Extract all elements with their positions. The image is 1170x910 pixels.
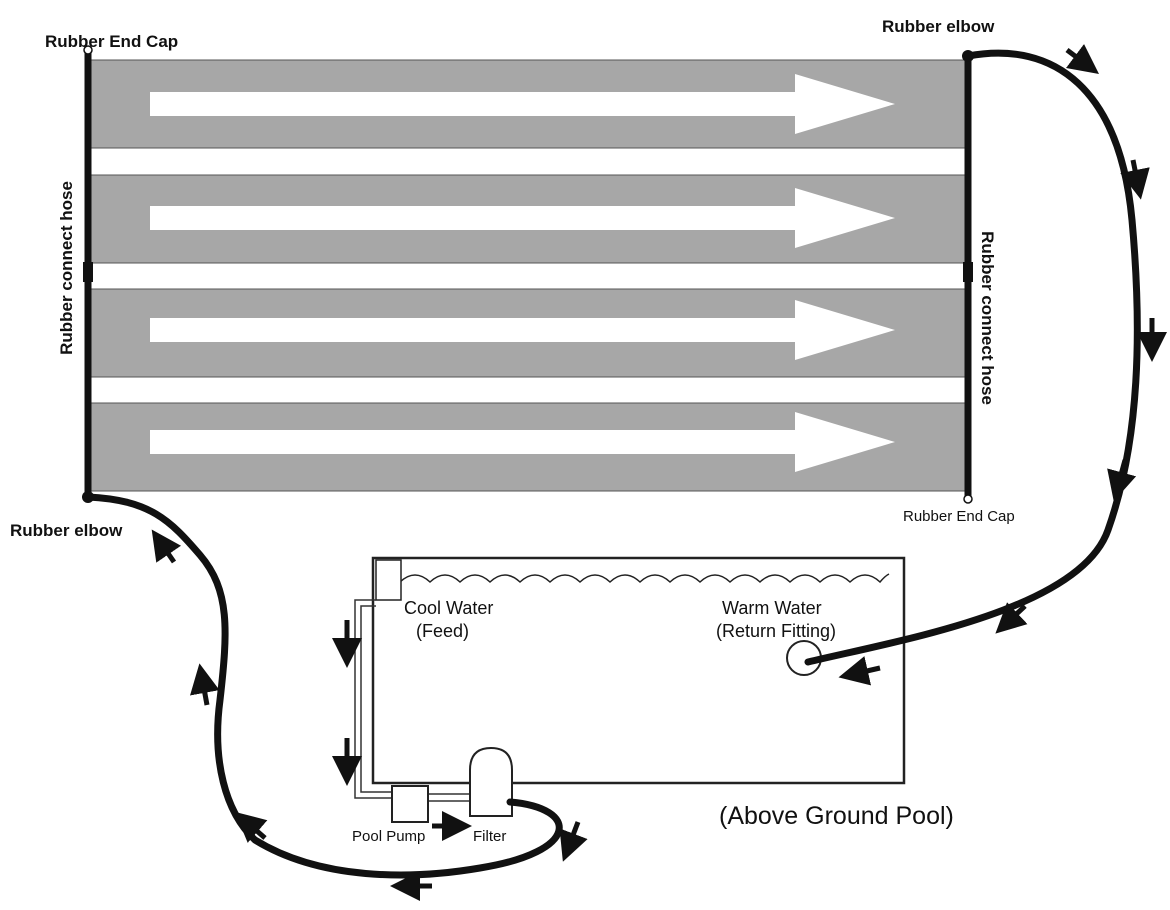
pool-pump	[391, 785, 429, 823]
pool-caption: (Above Ground Pool)	[719, 802, 954, 830]
pool	[371, 556, 906, 785]
flow-arrow-icon	[559, 821, 588, 862]
supply-hose	[84, 493, 563, 879]
elbow-bottom-label: Rubber elbow	[10, 521, 123, 540]
solar-panel	[87, 402, 969, 492]
end-cap-bottom-label: Rubber End Cap	[903, 508, 1015, 525]
warm-water-label: Warm Water	[722, 598, 822, 618]
elbow-joint-icon	[82, 491, 94, 503]
end-cap-icon	[963, 494, 973, 504]
water-surface	[399, 573, 890, 584]
flow-arrow-icon	[151, 529, 182, 564]
flow-arrow-icon	[838, 656, 881, 686]
flow-arrow-icon	[150, 188, 895, 248]
filter-label: Filter	[473, 828, 506, 845]
solar-panel	[87, 59, 969, 149]
feed-pipe	[354, 599, 470, 802]
solar-panels	[87, 59, 969, 492]
flow-arrow-icon	[1107, 459, 1137, 502]
connect-hose-right-label: Rubber connect hose	[978, 231, 997, 405]
cool-water-label: Cool Water	[404, 598, 493, 618]
flow-arrow-icon	[234, 811, 268, 843]
left-header-hose	[83, 45, 93, 497]
end-cap-top-label: Rubber End Cap	[45, 32, 178, 51]
solar-panel	[87, 174, 969, 264]
flow-arrows	[151, 44, 1167, 901]
skimmer	[375, 559, 402, 601]
flow-arrow-icon	[1065, 44, 1099, 74]
cool-water-feed-label: (Feed)	[416, 621, 469, 641]
elbow-top-label: Rubber elbow	[882, 17, 995, 36]
flow-arrow-icon	[190, 663, 220, 706]
connect-hose-left-label: Rubber connect hose	[57, 181, 76, 355]
flow-arrow-icon	[150, 412, 895, 472]
flow-arrow-icon	[150, 74, 895, 134]
right-header-hose	[963, 58, 973, 504]
end-cap-icon	[83, 45, 93, 55]
pool-pump-label: Pool Pump	[352, 828, 425, 845]
solar-panel	[87, 288, 969, 378]
elbow-joint-icon	[962, 50, 974, 62]
flow-arrow-icon	[1120, 159, 1150, 200]
return-hose	[804, 49, 1141, 666]
flow-arrow-icon	[150, 300, 895, 360]
flow-arrow-icon	[995, 602, 1028, 634]
filter-tank	[469, 746, 513, 817]
return-fitting-label: (Return Fitting)	[716, 621, 836, 641]
